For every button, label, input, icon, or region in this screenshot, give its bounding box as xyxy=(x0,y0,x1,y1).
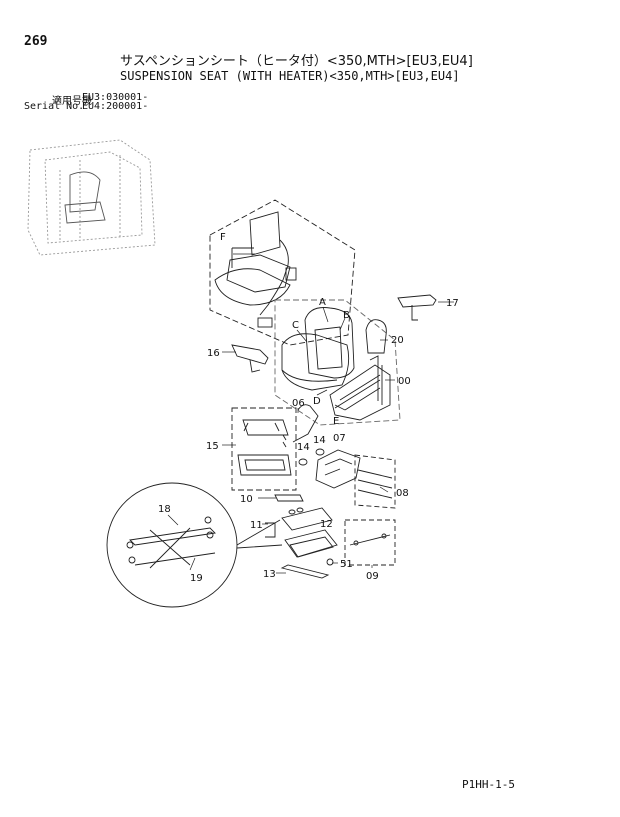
seat-assembly-box xyxy=(231,294,437,426)
callout-A: A xyxy=(319,297,326,308)
detail-circle-scissor-mechanism xyxy=(106,482,283,608)
callout-51: 51 xyxy=(340,559,353,570)
cable-06 xyxy=(292,404,319,443)
callout-B: B xyxy=(343,310,350,321)
callout-13: 13 xyxy=(263,569,276,580)
callout-19: 19 xyxy=(190,573,203,584)
page-title-japanese: サスペンションシート（ヒータ付）<350,MTH>[EU3,EU4] xyxy=(120,54,473,69)
callout-09: 09 xyxy=(366,571,379,582)
rod-group-08 xyxy=(354,454,396,509)
callout-16: 16 xyxy=(207,348,220,359)
callout-C: C xyxy=(292,320,299,331)
mounting-parts-10 xyxy=(274,494,304,515)
callout-labels: F A B C D E 17 16 20 00 06 15 14 14 07 0… xyxy=(158,232,459,584)
callout-15: 15 xyxy=(206,441,219,452)
callout-00: 00 xyxy=(398,376,411,387)
page-title-english: SUSPENSION SEAT (WITH HEATER)<350,MTH>[E… xyxy=(120,69,460,83)
callout-10: 10 xyxy=(240,494,253,505)
leader-lines xyxy=(167,253,454,574)
bolt-51 xyxy=(326,558,334,566)
callout-11: 11 xyxy=(250,520,263,531)
callout-18: 18 xyxy=(158,504,171,515)
heater-group-box xyxy=(209,199,356,346)
callout-20: 20 xyxy=(391,335,404,346)
serial-eu4: EU4:200001- xyxy=(82,101,149,112)
callout-17: 17 xyxy=(446,298,459,309)
callout-D: D xyxy=(313,396,321,407)
serial-eu3: EU3:030001- xyxy=(82,92,149,103)
cab-outline-sketch xyxy=(27,139,156,256)
document-code: P1HH-1-5 xyxy=(462,778,515,791)
applicability-label-japanese: 適用号機 xyxy=(52,96,92,107)
callout-12: 12 xyxy=(320,519,333,530)
slide-rail-group xyxy=(231,407,297,491)
suspension-unit-12 xyxy=(265,507,338,558)
callout-F: F xyxy=(220,232,226,243)
callout-08: 08 xyxy=(396,488,409,499)
applicability-label-english: Serial No. xyxy=(24,101,85,112)
page-number: 269 xyxy=(24,34,48,49)
callout-14-a: 14 xyxy=(313,435,326,446)
callout-07: 07 xyxy=(333,433,346,444)
callout-06: 06 xyxy=(292,398,305,409)
callout-E: E xyxy=(333,416,339,427)
callout-14-b: 14 xyxy=(297,442,310,453)
part-group-09 xyxy=(344,519,396,566)
rod-13 xyxy=(280,564,330,579)
switch-bracket-group xyxy=(298,448,361,489)
